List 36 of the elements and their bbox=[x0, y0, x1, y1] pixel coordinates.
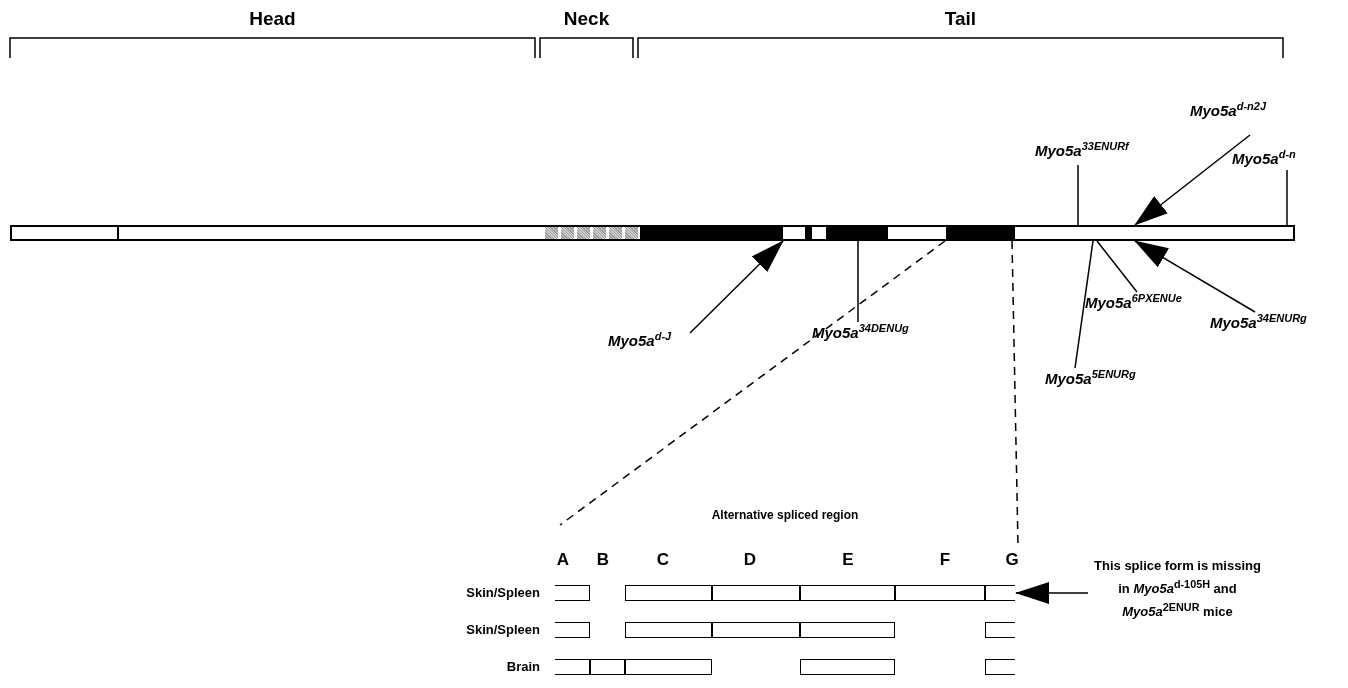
protein-bar bbox=[10, 225, 1295, 241]
allele-label: Myo5a$^{d-n2J}$ bbox=[1190, 100, 1267, 119]
column-letter: B bbox=[595, 550, 611, 570]
leader-line bbox=[1286, 169, 1288, 226]
column-letter: C bbox=[655, 550, 671, 570]
region-label: Neck bbox=[562, 8, 611, 30]
row-label: Brain bbox=[505, 659, 540, 674]
exon-row bbox=[555, 585, 1015, 601]
leader-line bbox=[1096, 240, 1138, 293]
column-letter: G bbox=[1004, 550, 1020, 570]
region-label: Head bbox=[248, 8, 297, 30]
allele-label: Myo5a$^{34DENUg}$ bbox=[812, 322, 909, 341]
leader-line bbox=[1074, 240, 1094, 369]
row-label: Skin/Spleen bbox=[465, 622, 540, 637]
arrow bbox=[689, 240, 784, 334]
arrow bbox=[1134, 240, 1256, 313]
arrow bbox=[1134, 134, 1251, 226]
exon-row bbox=[555, 622, 1015, 638]
leader-line bbox=[857, 240, 859, 323]
row-label: Skin/Spleen bbox=[465, 585, 540, 600]
arrow bbox=[1015, 582, 1089, 604]
allele-label: Myo5a$^{33ENURf}$ bbox=[1035, 140, 1129, 159]
leader-line bbox=[1077, 164, 1079, 226]
allele-label: Myo5a$^{d-J}$ bbox=[608, 330, 672, 349]
column-letter: A bbox=[555, 550, 571, 570]
allele-label: Myo5a$^{d-n}$ bbox=[1232, 148, 1296, 167]
note-text: This splice form is missing in Myo5a$^{d-105H}$ and Myo5a$^{2ENUR}$ mice bbox=[1090, 556, 1265, 622]
column-letter: D bbox=[742, 550, 758, 570]
allele-label: Myo5a$^{6PXENUe}$ bbox=[1085, 292, 1182, 311]
column-letter: E bbox=[841, 550, 855, 570]
region-label: Tail bbox=[943, 8, 978, 30]
allele-label: Myo5a$^{5ENURg}$ bbox=[1045, 368, 1136, 387]
exon-row bbox=[555, 659, 1015, 675]
column-letter: F bbox=[938, 550, 952, 570]
region-title: Alternative spliced region bbox=[710, 508, 860, 523]
allele-label: Myo5a$^{34ENURg}$ bbox=[1210, 312, 1307, 331]
